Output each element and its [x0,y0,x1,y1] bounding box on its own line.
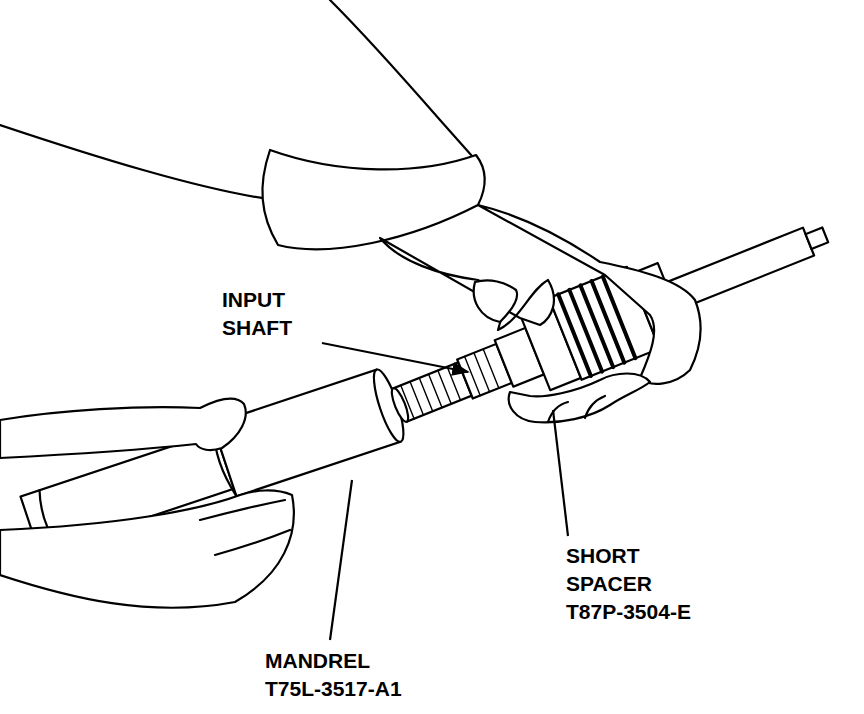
thumb [474,280,517,322]
leader-line [553,410,568,536]
leader-lines [322,343,568,640]
finger-line [200,500,290,555]
part-label: T75L-3517-A1 [265,675,435,703]
part-label-box: T87P-3504-E [566,598,726,626]
leader-line [322,343,468,372]
finger-line [548,396,605,422]
part-label-box: INPUT SHAFT [222,286,322,342]
part-label: T87P-3504-E [566,598,726,626]
cuff [262,150,484,249]
part-label: MANDREL [265,647,405,675]
sleeve-outline [330,0,480,165]
upper-fingers [509,374,650,423]
sleeve-outline [0,125,275,200]
input-shaft [379,194,842,448]
lower-arm [0,399,246,458]
part-label-box: T75L-3517-A1 [265,675,435,703]
part-label-box: MANDREL [265,647,405,675]
part-label-box: SHORT SPACER [566,542,661,598]
part-label: SHORT SPACER [566,542,661,598]
leader-line [330,480,352,640]
upper-hand [380,238,554,330]
lower-hand [0,490,294,607]
part-label: INPUT SHAFT [222,286,322,342]
